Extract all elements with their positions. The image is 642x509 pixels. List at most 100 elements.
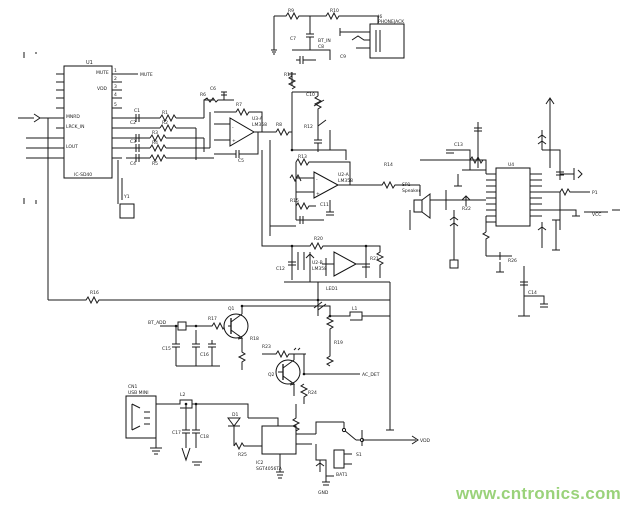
svg-text:R3: R3 (152, 130, 158, 136)
phonejack-ref: J6 (377, 14, 382, 20)
ic-main-pin-l8: LOUT (66, 144, 78, 150)
net-mute: MUTE (140, 72, 153, 78)
speaker-symbol: SP1 Speaker (402, 182, 431, 219)
svg-text:R17: R17 (208, 316, 217, 322)
svg-text:GND: GND (318, 490, 329, 496)
opamp-2-ref: U2-A (338, 172, 350, 178)
svg-text:3: 3 (114, 84, 117, 90)
svg-text:R11: R11 (284, 72, 293, 78)
svg-text:R18: R18 (250, 336, 259, 342)
svg-text:+: + (232, 138, 236, 144)
svg-text:C3: C3 (130, 139, 136, 145)
svg-text:2: 2 (114, 76, 117, 82)
svg-text:R14: R14 (384, 162, 393, 168)
ic-main-header: U1 (86, 60, 93, 66)
q2-ref: Q2 (268, 372, 275, 378)
opamp-1-ref: U3-A (252, 116, 264, 122)
svg-text:4: 4 (114, 92, 117, 98)
svg-text:5: 5 (114, 102, 117, 108)
svg-text:R1: R1 (162, 110, 168, 116)
svg-text:C1: C1 (134, 108, 140, 114)
svg-text:-: - (232, 126, 234, 131)
q1-body (223, 313, 249, 339)
net-speaker: Speaker (402, 188, 420, 194)
ic-right: U4 (486, 162, 542, 227)
svg-text:C12: C12 (276, 266, 285, 272)
q2-body (275, 359, 301, 385)
svg-text:D1: D1 (232, 412, 238, 418)
opamp-1: - + U3-A LM358 (229, 116, 267, 147)
top-rc-network: R9 R10 C7 BT_IN C8 (271, 8, 360, 64)
svg-text:-: - (316, 178, 318, 183)
opamp-2-part: LM358 (338, 178, 353, 184)
svg-text:R25: R25 (238, 452, 247, 458)
svg-text:L2: L2 (180, 392, 186, 398)
svg-text:C17: C17 (172, 430, 181, 436)
svg-text:R24: R24 (308, 390, 317, 396)
opamp-1-part: LM358 (252, 122, 267, 128)
svg-text:C9: C9 (340, 54, 346, 60)
ic-main-pin-r4: VDD (97, 86, 108, 92)
q1-ref: Q1 (228, 306, 235, 312)
usb-ref: CN1 (128, 384, 138, 390)
usb-part: USB MINI (128, 390, 149, 396)
svg-text:C7: C7 (290, 36, 296, 42)
ic-main: U1 IC-SD40 MNRD LRCK_IN LOUT MUTE VDD 1 … (56, 60, 126, 179)
svg-text:R5: R5 (152, 161, 158, 167)
svg-text:BT_IN: BT_IN (318, 38, 331, 44)
svg-text:R9: R9 (288, 8, 294, 14)
svg-text:C14: C14 (528, 290, 537, 296)
usb-body (125, 395, 157, 439)
connector-phonejack: J6 PHONEJACK (351, 14, 405, 59)
svg-text:C2: C2 (130, 120, 136, 126)
svg-text:C10: C10 (306, 92, 315, 98)
svg-text:BAT1: BAT1 (336, 472, 348, 478)
transistor-q2: Q2 (268, 359, 301, 386)
ic-main-part: IC-SD40 (74, 172, 92, 178)
ic-main-pin-r2: MUTE (96, 70, 109, 76)
ic-power-body (261, 425, 297, 455)
svg-text:S1: S1 (356, 452, 362, 458)
svg-text:Y1: Y1 (123, 194, 130, 200)
svg-text:R10: R10 (330, 8, 339, 14)
resistor-bank: C1 C2 C3 C4 R1 R2 R3 R4 R5 (126, 108, 210, 167)
svg-text:R19: R19 (334, 340, 343, 346)
svg-text:+: + (316, 191, 320, 197)
ic-main-pin-l6: LRCK_IN (66, 124, 84, 130)
ic-power-part: SGT4056TA (256, 466, 283, 472)
phonejack-body (369, 23, 405, 59)
switch-s1: S1 (341, 422, 365, 458)
phonejack-part: PHONEJACK (378, 19, 405, 25)
svg-text:R21: R21 (370, 256, 379, 262)
net-vdd: VDD (420, 438, 431, 444)
net-bt-audio: BT_ADD (148, 320, 167, 326)
svg-text:C13: C13 (454, 142, 463, 148)
small-module (119, 203, 135, 219)
svg-text:C15: C15 (162, 346, 171, 352)
svg-text:SP1: SP1 (402, 182, 411, 188)
svg-text:C5: C5 (238, 158, 244, 164)
svg-text:VCC: VCC (592, 212, 601, 218)
svg-text:L1: L1 (352, 306, 358, 312)
ic-right-body (495, 167, 531, 227)
svg-text:R15: R15 (290, 198, 299, 204)
svg-text:R7: R7 (236, 102, 242, 108)
ic-main-pin-l5: MNRD (66, 114, 80, 120)
svg-text:R2: R2 (162, 120, 168, 126)
svg-text:R16: R16 (90, 290, 99, 296)
svg-text:R4: R4 (152, 140, 158, 146)
svg-text:C8: C8 (318, 44, 324, 50)
transistor-q1: Q1 (223, 306, 249, 340)
svg-text:R20: R20 (314, 236, 323, 242)
svg-text:R6: R6 (200, 92, 206, 98)
ic-power-ref: IC2 (256, 460, 263, 466)
svg-text:C6: C6 (210, 86, 216, 92)
connector-usb: CN1 USB MINI (125, 384, 157, 439)
svg-text:C4: C4 (130, 161, 136, 167)
svg-text:R8: R8 (276, 122, 282, 128)
svg-text:R23: R23 (262, 344, 271, 350)
svg-text:R22: R22 (462, 206, 471, 212)
svg-text:R26: R26 (508, 258, 517, 264)
